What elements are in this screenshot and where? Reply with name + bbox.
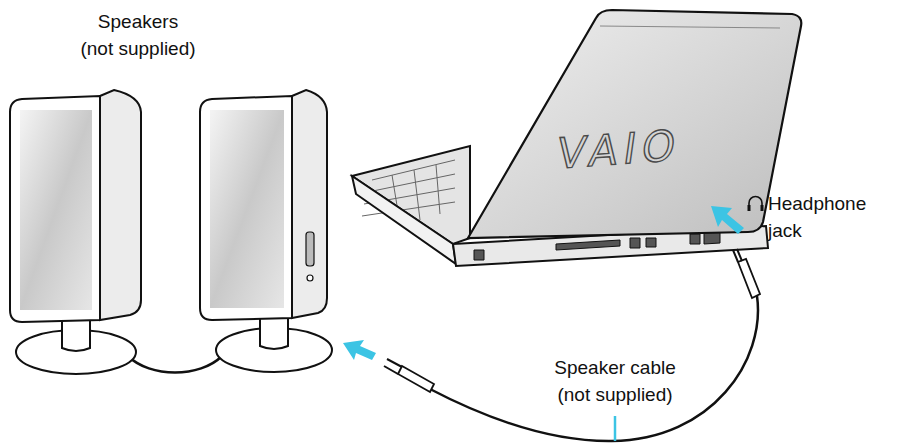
plug-tip: [384, 359, 402, 374]
part-label: Speakers (not supplied): [80, 8, 196, 62]
plug-body: [738, 259, 760, 298]
part-label: Speaker cable (not supplied): [554, 354, 676, 408]
left-speaker: [10, 90, 141, 374]
right-speaker: [200, 90, 332, 372]
plug-body: [398, 366, 434, 392]
laptop: [352, 10, 801, 266]
headphone-band: [749, 197, 762, 211]
laptop-lid: [468, 10, 801, 238]
connect-arrow: [711, 206, 744, 234]
speaker-neck: [62, 318, 90, 351]
headphone-cup: [761, 205, 764, 211]
part-label: Headphone jack: [768, 190, 866, 244]
speaker-front: [10, 96, 100, 322]
speaker-side: [292, 90, 327, 318]
speaker-control: [306, 232, 314, 266]
headphone-symbol: [748, 197, 764, 212]
lid-edge: [600, 26, 780, 28]
laptop-front: [352, 176, 456, 264]
headphone-cup: [748, 205, 751, 211]
cable-plug: [384, 359, 434, 392]
brand-logo: VAIO: [554, 121, 685, 178]
speaker-cable: [428, 296, 758, 441]
speaker-front: [200, 96, 292, 320]
speaker-neck: [260, 316, 288, 349]
speaker-led: [307, 275, 313, 281]
plug-tip: [733, 249, 742, 262]
speaker-grille: [210, 110, 284, 308]
leader-line: [614, 416, 617, 441]
cable-plug: [733, 249, 760, 298]
speaker-side: [100, 90, 141, 320]
connect-arrow: [343, 340, 376, 360]
speaker-wire: [128, 356, 222, 373]
speaker-grille: [20, 110, 92, 310]
